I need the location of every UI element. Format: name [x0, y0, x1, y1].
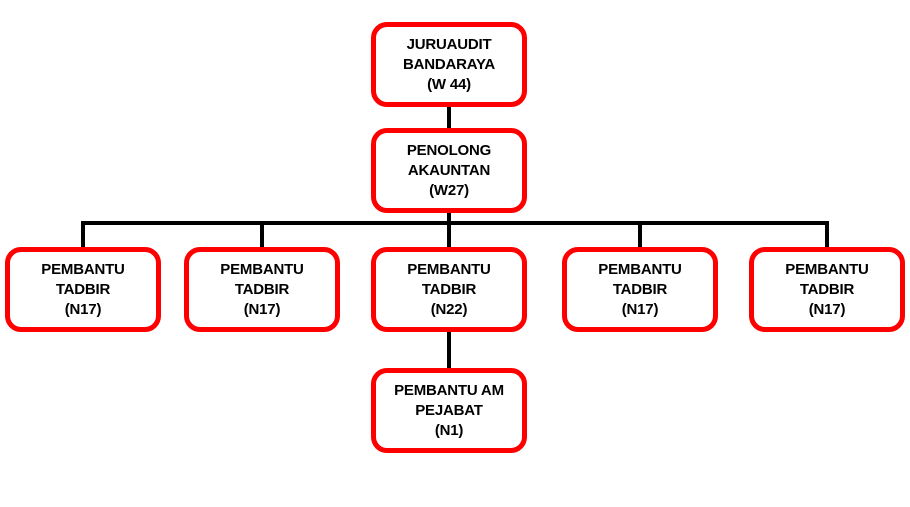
node-line: PENOLONG	[406, 141, 492, 159]
node-grade: (W27)	[429, 181, 469, 199]
org-node-pembantu-tadbir-5: PEMBANTU TADBIR (N17)	[749, 247, 905, 332]
org-node-penolong-akauntan: PENOLONG AKAUNTAN (W27)	[371, 128, 527, 213]
node-line: JURUAUDIT	[406, 35, 492, 53]
node-line: TADBIR	[799, 280, 855, 298]
connector-horizontal-bus	[81, 221, 829, 225]
node-line: PEMBANTU	[407, 260, 491, 278]
node-line: PEMBANTU	[598, 260, 682, 278]
connector-drop-pembantu-tadbir-4	[638, 221, 642, 249]
node-grade: (N17)	[64, 300, 102, 318]
node-grade: (N17)	[621, 300, 659, 318]
org-node-pembantu-tadbir-2: PEMBANTU TADBIR (N17)	[184, 247, 340, 332]
org-node-pembantu-tadbir-3: PEMBANTU TADBIR (N22)	[371, 247, 527, 332]
node-line: PEMBANTU AM	[394, 381, 504, 399]
connector-drop-pembantu-tadbir-5	[825, 221, 829, 249]
connector-drop-pembantu-tadbir-2	[260, 221, 264, 249]
node-line: TADBIR	[612, 280, 668, 298]
connector-penolong-to-bus	[447, 211, 451, 223]
node-line: PEMBANTU	[220, 260, 304, 278]
node-line: PEJABAT	[415, 401, 483, 419]
node-line: TADBIR	[234, 280, 290, 298]
org-node-juruaudit-bandaraya: JURUAUDIT BANDARAYA (W 44)	[371, 22, 527, 107]
connector-drop-pembantu-tadbir-1	[81, 221, 85, 249]
node-line: PEMBANTU	[785, 260, 869, 278]
org-node-pembantu-am-pejabat: PEMBANTU AM PEJABAT (N1)	[371, 368, 527, 453]
node-line: TADBIR	[55, 280, 111, 298]
node-line: TADBIR	[421, 280, 477, 298]
node-grade: (N22)	[430, 300, 468, 318]
org-node-pembantu-tadbir-4: PEMBANTU TADBIR (N17)	[562, 247, 718, 332]
org-node-pembantu-tadbir-1: PEMBANTU TADBIR (N17)	[5, 247, 161, 332]
node-line: BANDARAYA	[402, 55, 496, 73]
node-grade: (N17)	[808, 300, 846, 318]
connector-drop-pembantu-tadbir-3	[447, 221, 451, 249]
node-grade: (W 44)	[427, 75, 471, 93]
node-line: AKAUNTAN	[407, 161, 491, 179]
node-grade: (N1)	[434, 421, 464, 439]
connector-pt3-to-pembantu-am	[447, 330, 451, 370]
connector-juruaudit-to-penolong	[447, 105, 451, 130]
node-line: PEMBANTU	[41, 260, 125, 278]
node-grade: (N17)	[243, 300, 281, 318]
